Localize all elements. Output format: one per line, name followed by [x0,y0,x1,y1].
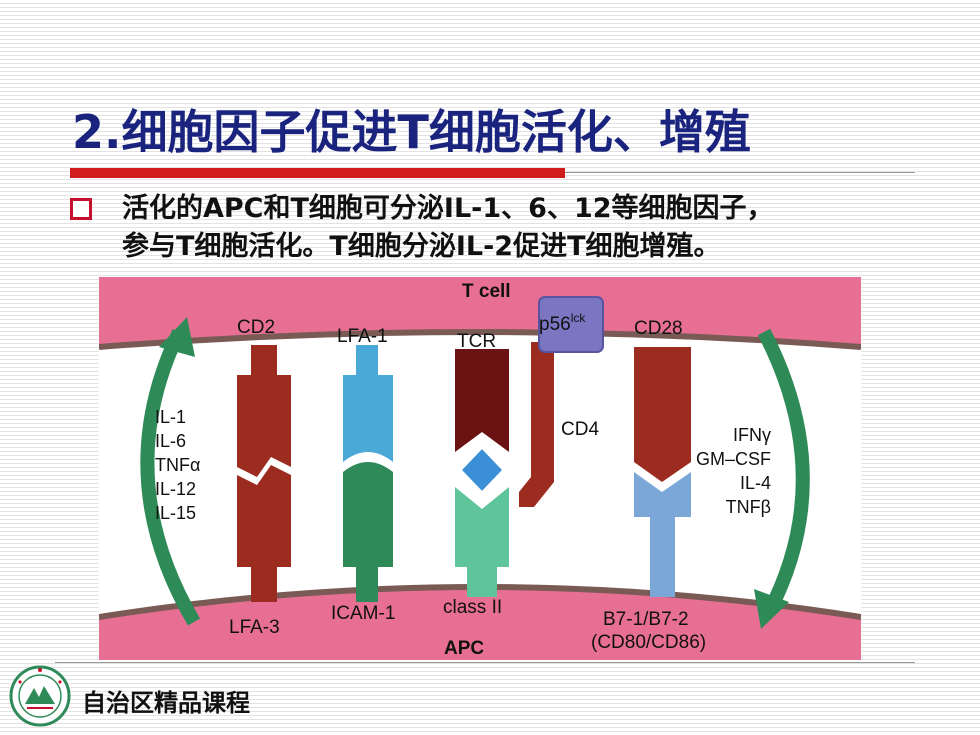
right-cytokine-arrow [757,328,810,616]
cd2-molecule [237,375,291,477]
right-cytokine-4: TNFβ [726,497,771,517]
b7-label: B7-1/B7-2 [603,609,689,630]
right-cytokine-1: IFNγ [733,425,771,445]
left-arrow-head [159,317,195,357]
t-cell-membrane-edge [99,329,861,350]
cell-interaction-diagram: T cell CD2 LFA-1 TCR p56lck CD28 CD4 IL-… [99,277,861,660]
tcr-label: TCR [457,331,496,352]
cd28-molecule [634,347,691,482]
bullet-square-icon [70,198,92,220]
class2-label: class II [443,597,502,618]
left-cytokine-3: TNFα [155,455,200,475]
cd80-label: (CD80/CD86) [591,632,706,653]
left-cytokine-1: IL-1 [155,407,186,427]
left-cytokine-5: IL-15 [155,503,196,523]
bullet-line-1: 活化的APC和T细胞可分泌IL-1、6、12等细胞因子， [122,193,774,224]
icam1-molecule [343,462,393,567]
title-underline-rule [565,172,915,173]
icam1-label: ICAM-1 [331,603,395,624]
icam1-stalk [356,567,378,602]
bullet-text: 活化的APC和T细胞可分泌IL-1、6、12等细胞因子， 参与T细胞活化。T细胞… [122,190,952,266]
cd2-label: CD2 [237,317,275,338]
t-cell-label: T cell [462,281,511,302]
lfa3-label: LFA-3 [229,617,280,638]
logo-dot-right [58,680,62,684]
p56-label: p56lck [539,311,586,335]
t-cell-membrane [99,277,861,347]
p56-label-base: p56 [539,314,571,335]
lfa3-stalk [251,567,277,602]
footer-course-label: 自治区精品课程 [82,689,250,717]
right-cytokine-3: IL-4 [740,473,771,493]
antigen-peptide [457,444,507,496]
footer-rule [55,662,915,663]
p56-label-sup: lck [571,311,587,325]
cd28-label: CD28 [634,318,683,339]
cd4-molecule [519,342,554,507]
class2-molecule [455,487,509,567]
bullet-line-2: 参与T细胞活化。T细胞分泌IL-2促进T细胞增殖。 [122,231,721,262]
logo-mountain-icon [25,686,55,704]
class2-stalk [467,567,497,597]
left-cytokine-4: IL-12 [155,479,196,499]
right-arrow-head [754,589,789,629]
logo-dot-top [38,668,42,672]
lfa1-molecule [343,375,393,462]
apc-label: APC [444,638,484,659]
title-underline-accent [70,168,565,178]
left-cytokine-arrow [140,328,201,626]
p56lck-kinase [538,296,604,353]
lfa1-label: LFA-1 [337,326,388,347]
university-logo [9,665,71,727]
lfa3-molecule [237,465,291,567]
apc-membrane [99,587,861,660]
b7-stalk [650,517,675,597]
left-cytokine-2: IL-6 [155,431,186,451]
b7-molecule [634,472,691,517]
cd4-label: CD4 [561,419,599,440]
logo-dot-left [18,680,22,684]
right-cytokine-2: GM–CSF [696,449,771,469]
slide-title: 2.细胞因子促进T细胞活化、增殖 [72,105,751,159]
lfa1-stalk [356,345,378,375]
cd2-stalk [251,345,277,375]
tcr-molecule [455,349,509,452]
